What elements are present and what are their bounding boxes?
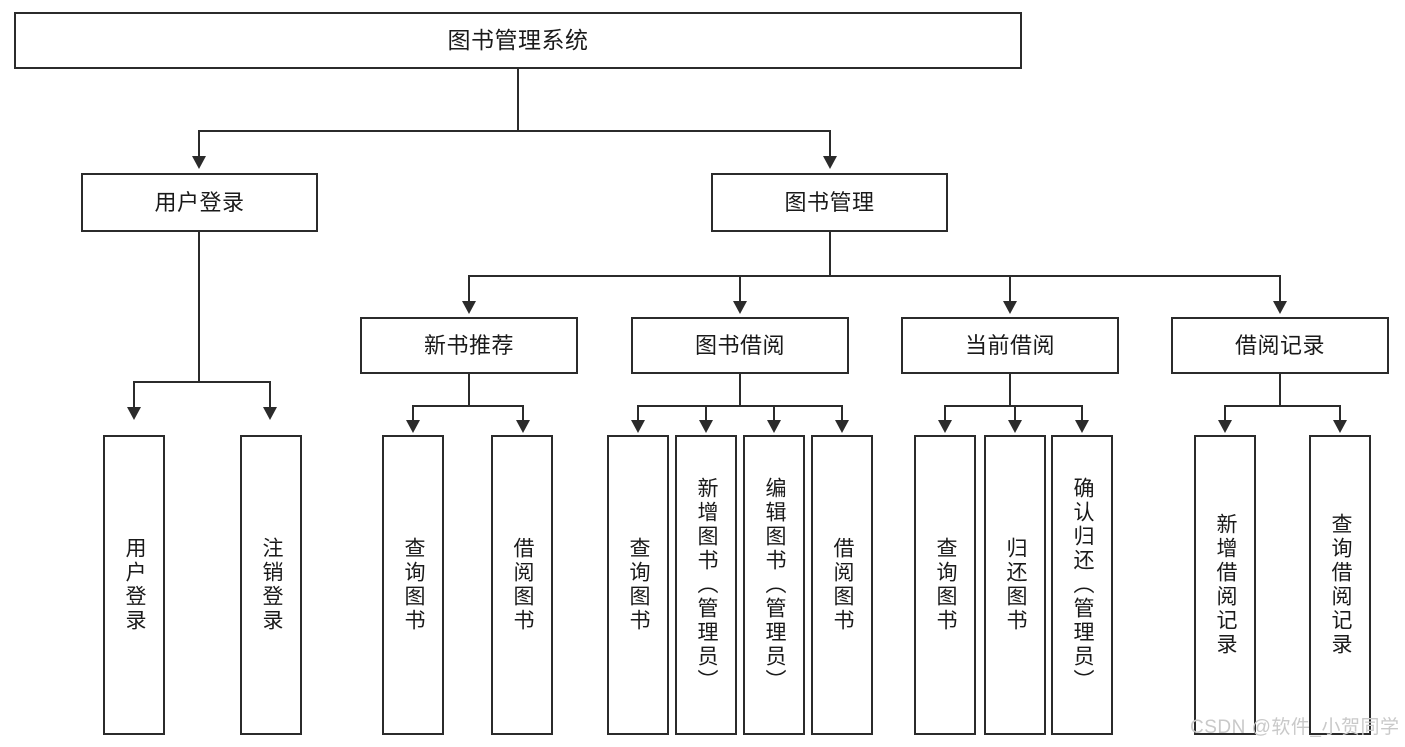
arrow-to-user-login: [192, 156, 206, 169]
node-label: 查询图书: [402, 537, 426, 633]
edge-root-to-user-login: [198, 130, 200, 158]
node-leaf-confirm-return[interactable]: 确认归还（管理员）: [1051, 435, 1113, 735]
node-leaf-borrow-book-1[interactable]: 借阅图书: [491, 435, 553, 735]
edge-br-to-leaf1: [1224, 405, 1226, 422]
node-label: 归还图书: [1004, 537, 1028, 633]
node-label: 图书借阅: [694, 332, 785, 358]
node-leaf-query-book-3[interactable]: 查询图书: [914, 435, 976, 735]
arrow-to-leaf-add-record: [1218, 420, 1232, 433]
node-label: 用户登录: [154, 189, 245, 215]
node-leaf-add-book[interactable]: 新增图书（管理员）: [675, 435, 737, 735]
edge-bm-to-book-borrow: [739, 275, 741, 303]
arrow-to-leaf-borrow-book-2: [835, 420, 849, 433]
csdn-watermark: CSDN @软件_小贺同学: [1190, 717, 1400, 738]
arrow-to-leaf-edit-book: [767, 420, 781, 433]
node-label: 确认归还（管理员）: [1071, 477, 1095, 693]
edge-bm-to-current-borrow: [1009, 275, 1011, 303]
arrow-to-borrow-record: [1273, 301, 1287, 314]
arrow-to-leaf-confirm-return: [1075, 420, 1089, 433]
edge-nbr-bus: [412, 405, 524, 407]
node-leaf-query-book-2[interactable]: 查询图书: [607, 435, 669, 735]
edge-nbr-stem: [468, 374, 470, 406]
arrow-to-book-management: [823, 156, 837, 169]
edge-cb-to-leaf3: [1081, 405, 1083, 422]
node-label: 新书推荐: [423, 332, 514, 358]
edge-bb-to-leaf3: [773, 405, 775, 422]
arrow-to-leaf-query-book-1: [406, 420, 420, 433]
node-label: 图书管理系统: [447, 27, 589, 54]
node-borrow-record[interactable]: 借阅记录: [1171, 317, 1389, 374]
node-label: 新增借阅记录: [1214, 513, 1238, 657]
edge-br-bus: [1224, 405, 1341, 407]
node-label: 借阅记录: [1234, 332, 1325, 358]
edge-cb-stem: [1009, 374, 1011, 406]
node-label: 查询图书: [627, 537, 651, 633]
edge-root-stem: [517, 69, 519, 131]
arrow-to-leaf-borrow-book-1: [516, 420, 530, 433]
node-label: 注销登录: [260, 537, 284, 633]
node-new-book-recommend[interactable]: 新书推荐: [360, 317, 578, 374]
node-book-management[interactable]: 图书管理: [711, 173, 948, 232]
edge-user-login-to-leaf2: [269, 381, 271, 409]
edge-root-bus: [198, 130, 830, 132]
node-label: 当前借阅: [964, 332, 1055, 358]
node-label: 编辑图书（管理员）: [763, 477, 787, 693]
edge-bb-to-leaf2: [705, 405, 707, 422]
edge-bb-bus: [637, 405, 842, 407]
node-label: 借阅图书: [511, 537, 535, 633]
node-user-login[interactable]: 用户登录: [81, 173, 318, 232]
node-label: 借阅图书: [831, 537, 855, 633]
node-label: 查询图书: [934, 537, 958, 633]
edge-book-management-bus: [468, 275, 1280, 277]
node-label: 图书管理: [784, 189, 875, 215]
arrow-to-current-borrow: [1003, 301, 1017, 314]
edge-root-to-book-management: [829, 130, 831, 158]
edge-book-management-stem: [829, 232, 831, 276]
node-leaf-query-book-1[interactable]: 查询图书: [382, 435, 444, 735]
node-book-borrow[interactable]: 图书借阅: [631, 317, 849, 374]
arrow-to-leaf-add-book: [699, 420, 713, 433]
arrow-to-leaf-query-book-3: [938, 420, 952, 433]
arrow-to-leaf-user-login: [127, 407, 141, 420]
node-label: 查询借阅记录: [1329, 513, 1353, 657]
edge-nbr-to-leaf2: [522, 405, 524, 422]
edge-cb-to-leaf1: [944, 405, 946, 422]
edge-user-login-to-leaf1: [133, 381, 135, 409]
edge-br-to-leaf2: [1339, 405, 1341, 422]
node-current-borrow[interactable]: 当前借阅: [901, 317, 1119, 374]
edge-br-stem: [1279, 374, 1281, 406]
arrow-to-book-borrow: [733, 301, 747, 314]
node-leaf-edit-book[interactable]: 编辑图书（管理员）: [743, 435, 805, 735]
node-leaf-borrow-book-2[interactable]: 借阅图书: [811, 435, 873, 735]
edge-bb-stem: [739, 374, 741, 406]
edge-bm-to-new-book: [468, 275, 470, 303]
arrow-to-new-book-recommend: [462, 301, 476, 314]
node-label: 新增图书（管理员）: [695, 477, 719, 693]
arrow-to-leaf-query-book-2: [631, 420, 645, 433]
node-book-management-system[interactable]: 图书管理系统: [14, 12, 1022, 69]
node-leaf-user-login[interactable]: 用户登录: [103, 435, 165, 735]
node-leaf-add-record[interactable]: 新增借阅记录: [1194, 435, 1256, 735]
edge-cb-bus: [944, 405, 1083, 407]
edge-nbr-to-leaf1: [412, 405, 414, 422]
arrow-to-leaf-logout-login: [263, 407, 277, 420]
node-leaf-logout-login[interactable]: 注销登录: [240, 435, 302, 735]
edge-bm-to-borrow-record: [1279, 275, 1281, 303]
edge-user-login-stem: [198, 232, 200, 382]
edge-bb-to-leaf1: [637, 405, 639, 422]
node-label: 用户登录: [123, 537, 147, 633]
edge-bb-to-leaf4: [841, 405, 843, 422]
node-leaf-return-book[interactable]: 归还图书: [984, 435, 1046, 735]
node-leaf-query-record[interactable]: 查询借阅记录: [1309, 435, 1371, 735]
arrow-to-leaf-return-book: [1008, 420, 1022, 433]
edge-user-login-bus: [133, 381, 270, 383]
arrow-to-leaf-query-record: [1333, 420, 1347, 433]
edge-cb-to-leaf2: [1014, 405, 1016, 422]
